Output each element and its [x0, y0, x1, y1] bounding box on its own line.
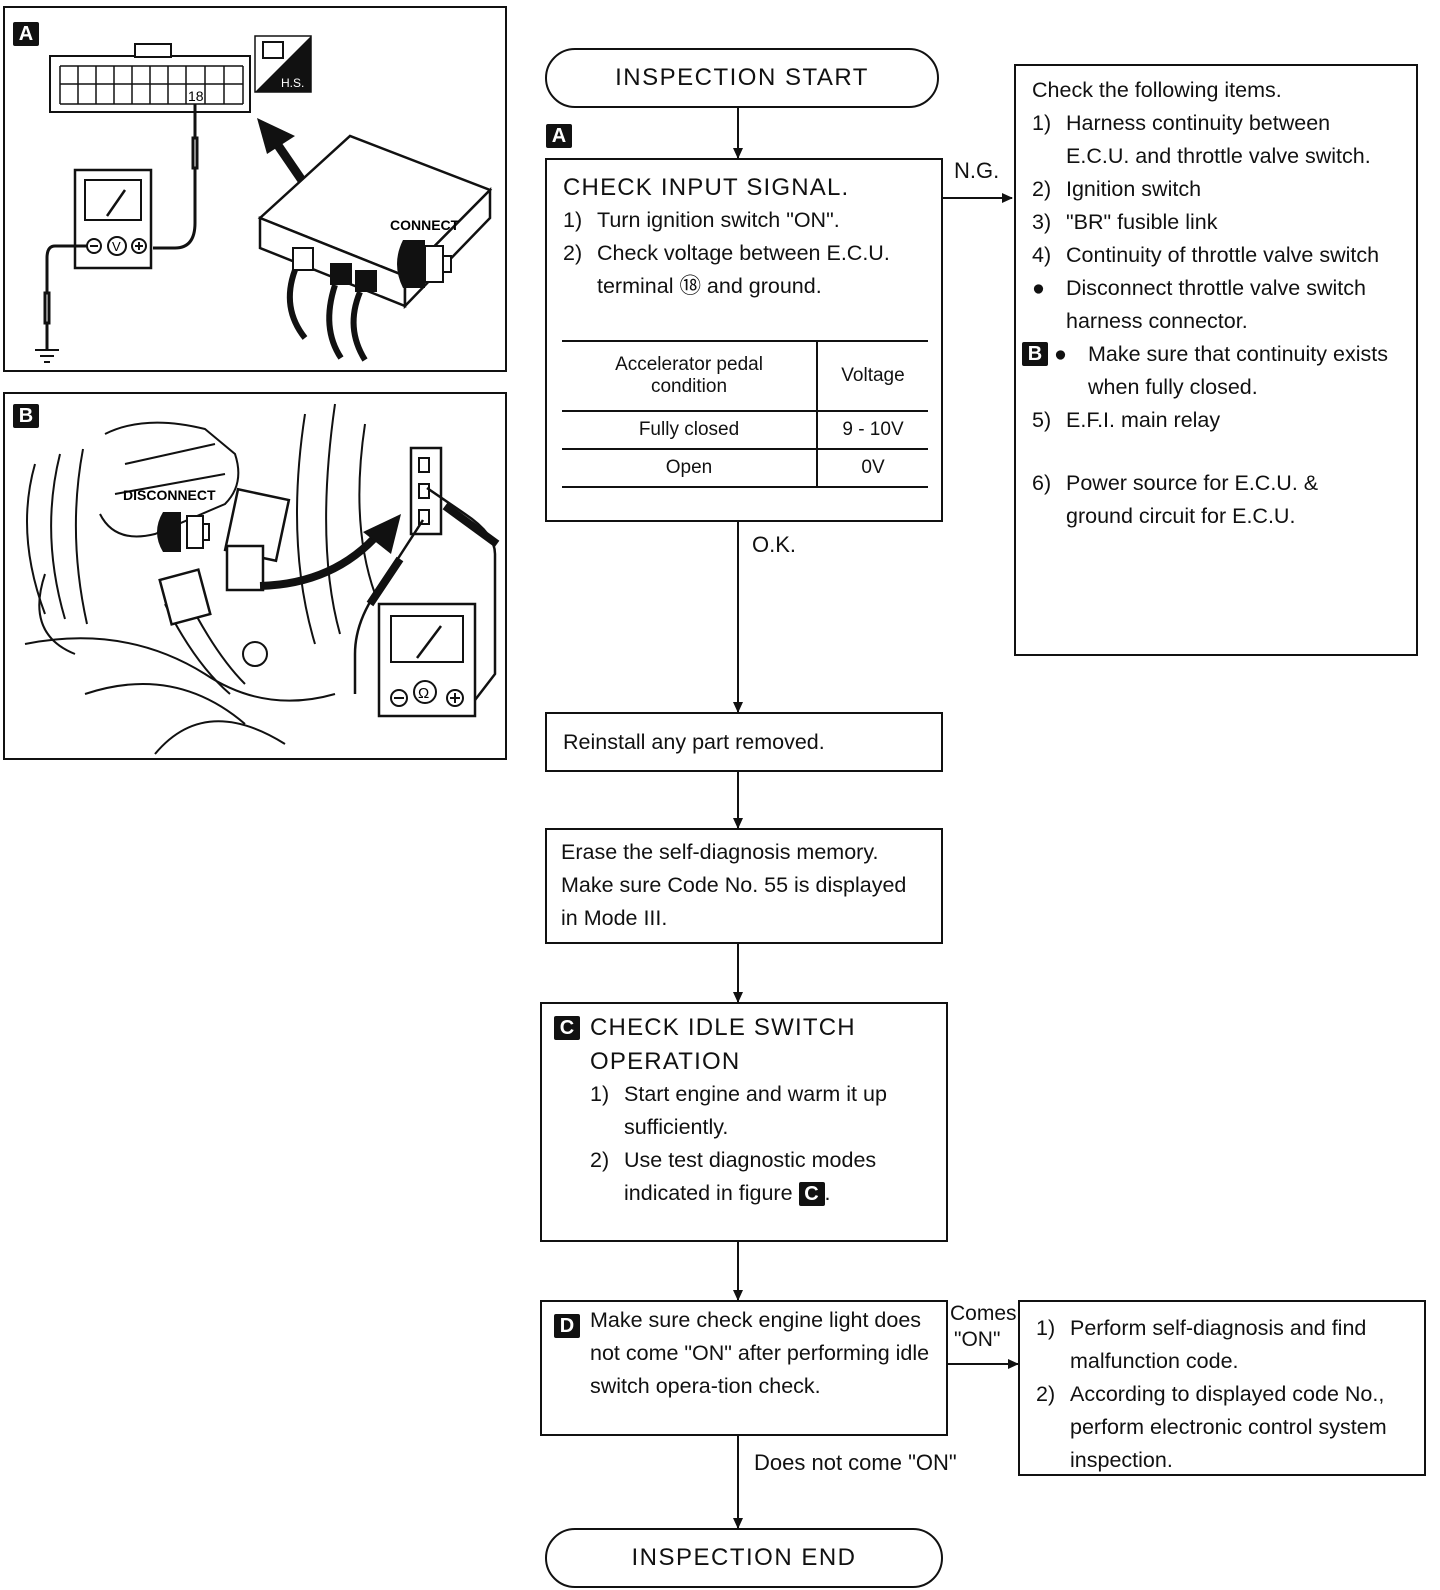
figure-b-panel: B DISCONNECT: [3, 392, 507, 760]
idle-check-title-1: CHECK IDLE SWITCH: [590, 1014, 856, 1041]
list-item: 4)Continuity of throttle valve switch: [1032, 243, 1380, 267]
pin-header-icon: [409, 446, 443, 536]
list-item: 2)According to displayed code No., perfo…: [1036, 1382, 1387, 1472]
voltage-table: Accelerator pedal condition Voltage Full…: [562, 340, 928, 488]
ng-item-badge-b: B: [1022, 342, 1048, 366]
erase-memory-box: Erase the self-diagnosis memory. Make su…: [545, 828, 943, 944]
idle-check-badge: C: [554, 1016, 580, 1040]
check-input-steps: 1) Turn ignition switch "ON". 2) Check v…: [563, 204, 933, 303]
comes-on-label-2: "ON": [954, 1328, 1001, 1351]
ng-intro: Check the following items.: [1032, 78, 1282, 102]
ok-label: O.K.: [752, 532, 797, 557]
table-header: Accelerator pedal condition: [562, 340, 817, 412]
list-item: ●Disconnect throttle valve switch harnes…: [1032, 276, 1366, 333]
check-input-step: 1) Turn ignition switch "ON".: [563, 208, 840, 232]
figure-a-badge: A: [13, 22, 39, 46]
erase-text: Erase the self-diagnosis memory. Make su…: [561, 840, 907, 930]
check-input-badge: A: [546, 124, 572, 148]
inspection-start-terminal: INSPECTION START: [545, 48, 939, 108]
voltmeter-icon: V: [73, 168, 153, 270]
reinstall-box: Reinstall any part removed.: [545, 712, 943, 772]
idle-check-steps: 1)Start engine and warm it up sufficient…: [590, 1078, 940, 1210]
check-input-step: 2) Check voltage between E.C.U. terminal…: [563, 241, 890, 298]
disconnect-label: DISCONNECT: [123, 487, 216, 503]
comes-on-label-1: Comes: [950, 1302, 1017, 1325]
terminal-18-label: 18: [188, 88, 204, 104]
figure-c-ref-badge: C: [798, 1182, 825, 1207]
table-cell: Open: [562, 448, 817, 488]
inspection-end-terminal: INSPECTION END: [545, 1528, 943, 1588]
list-item: 2) Use test diagnostic modes indicated i…: [590, 1148, 877, 1207]
list-item: 1)Start engine and warm it up sufficient…: [590, 1082, 887, 1139]
svg-text:Ω: Ω: [418, 685, 429, 702]
table-header: Voltage: [816, 340, 928, 412]
check-input-signal-box: CHECK INPUT SIGNAL. 1) Turn ignition swi…: [545, 158, 943, 522]
check-input-title: CHECK INPUT SIGNAL.: [563, 174, 850, 201]
table-cell: Fully closed: [562, 410, 817, 450]
table-cell: 0V: [816, 448, 928, 488]
list-item: 2)Ignition switch: [1032, 177, 1202, 201]
list-item: 5)E.F.I. main relay: [1032, 408, 1221, 432]
inspection-end-label: INSPECTION END: [631, 1544, 857, 1571]
svg-text:H.S.: H.S.: [281, 76, 304, 90]
check-engine-light-box: D Make sure check engine light does not …: [540, 1300, 948, 1436]
connector-icon: [397, 240, 452, 288]
ng-box-content: Check the following items. 1)Harness con…: [1022, 74, 1402, 533]
figure-a-panel: A 18 V: [3, 6, 507, 372]
list-item: B ● Make sure that continuity exists whe…: [1022, 338, 1402, 404]
ground-symbol-icon: [35, 349, 59, 363]
reinstall-text: Reinstall any part removed.: [563, 730, 825, 754]
harness-side-icon: H.S.: [254, 35, 312, 93]
connect-label: CONNECT: [390, 217, 460, 233]
idle-switch-check-box: C CHECK IDLE SWITCH OPERATION 1)Start en…: [540, 1002, 948, 1242]
table-cell: 9 - 10V: [816, 410, 928, 450]
ohmmeter-icon: Ω: [377, 602, 477, 718]
list-item: 6)Power source for E.C.U. & ground circu…: [1032, 471, 1319, 528]
figure-b-badge: B: [13, 404, 39, 428]
inspection-start-label: INSPECTION START: [615, 64, 869, 91]
disconnect-connector-icon: [157, 512, 210, 552]
figure-a-illustration: 18 V H.S.: [35, 35, 493, 363]
svg-text:V: V: [112, 239, 121, 254]
light-check-badge: D: [554, 1314, 580, 1338]
list-item: 1)Harness continuity between E.C.U. and …: [1032, 111, 1371, 168]
list-item: 3)"BR" fusible link: [1032, 210, 1218, 234]
ng-label: N.G.: [954, 158, 1000, 183]
ng-check-items-box: Check the following items. 1)Harness con…: [1014, 64, 1418, 656]
self-diagnosis-box: 1)Perform self-diagnosis and find malfun…: [1018, 1300, 1426, 1476]
not-on-label: Does not come "ON": [754, 1450, 957, 1475]
light-check-text: Make sure check engine light does not co…: [590, 1308, 930, 1398]
list-item: 1)Perform self-diagnosis and find malfun…: [1036, 1316, 1367, 1373]
figure-b-illustration: DISCONNECT Ω: [24, 403, 500, 755]
idle-check-title-2: OPERATION: [590, 1048, 741, 1075]
self-diag-content: 1)Perform self-diagnosis and find malfun…: [1036, 1312, 1406, 1477]
